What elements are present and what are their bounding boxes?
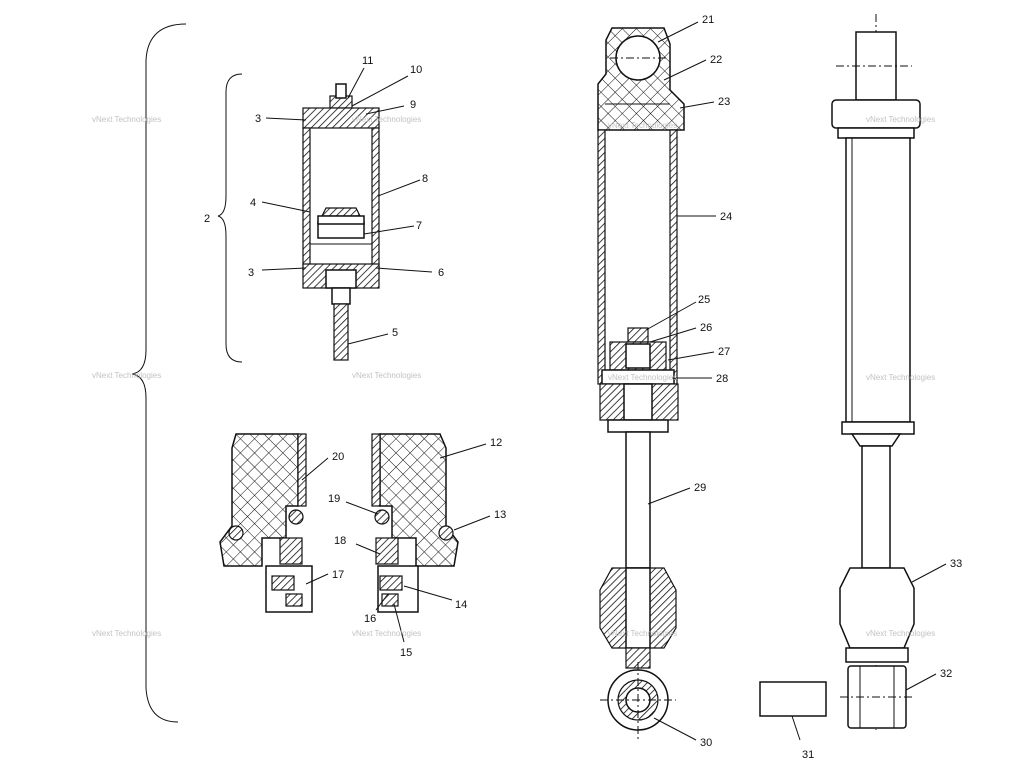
callout-25: 25 [698, 294, 710, 306]
watermark: vNext Technologies [608, 373, 677, 382]
callout-8: 8 [422, 173, 428, 185]
callout-3-bottom: 3 [248, 267, 254, 279]
callout-14: 14 [455, 599, 467, 611]
callout-labels: 2 3 3 4 5 6 7 8 9 10 11 12 13 14 15 16 1… [204, 14, 962, 761]
callout-19: 19 [328, 493, 340, 505]
watermark: vNext Technologies [866, 373, 935, 382]
callout-20: 20 [332, 451, 344, 463]
callout-28: 28 [716, 373, 728, 385]
leader-lines [261, 21, 947, 741]
callout-17: 17 [332, 569, 344, 581]
callout-11: 11 [362, 55, 373, 67]
shock-external-view [759, 14, 921, 730]
watermark: vNext Technologies [352, 371, 421, 380]
watermark: vNext Technologies [92, 629, 161, 638]
callout-16: 16 [364, 613, 376, 625]
callout-10: 10 [410, 64, 422, 76]
callout-5: 5 [392, 327, 398, 339]
watermark: vNext Technologies [352, 629, 421, 638]
callout-22: 22 [710, 54, 722, 66]
watermark: vNext Technologies [608, 629, 677, 638]
callout-23: 23 [718, 96, 730, 108]
watermark: vNext Technologies [866, 629, 935, 638]
callout-32: 32 [940, 668, 952, 680]
callout-6: 6 [438, 267, 444, 279]
callout-18: 18 [334, 535, 346, 547]
watermark: vNext Technologies [92, 115, 161, 124]
callout-13: 13 [494, 509, 506, 521]
callout-9: 9 [410, 99, 416, 111]
callout-31: 31 [802, 749, 814, 761]
watermark: vNext Technologies [352, 115, 421, 124]
inner-brace-2 [217, 73, 243, 363]
callout-21: 21 [702, 14, 714, 26]
callout-7: 7 [416, 220, 422, 232]
callout-30: 30 [700, 737, 712, 749]
callout-4: 4 [250, 197, 256, 209]
callout-26: 26 [700, 322, 712, 334]
callout-15: 15 [400, 647, 412, 659]
callout-33: 33 [950, 558, 962, 570]
shock-body-section [597, 27, 685, 740]
callout-27: 27 [718, 346, 730, 358]
seal-head-detail [219, 433, 459, 613]
watermarks: vNext Technologies vNext Technologies vN… [92, 115, 935, 638]
watermark: vNext Technologies [866, 115, 935, 124]
callout-2: 2 [204, 213, 210, 225]
callout-29: 29 [694, 482, 706, 494]
watermark: vNext Technologies [92, 371, 161, 380]
outer-brace [131, 23, 187, 723]
callout-24: 24 [720, 211, 732, 223]
watermark: vNext Technologies [608, 121, 677, 130]
callout-3-top: 3 [255, 113, 261, 125]
callout-12: 12 [490, 437, 502, 449]
reservoir-assembly [302, 83, 380, 361]
